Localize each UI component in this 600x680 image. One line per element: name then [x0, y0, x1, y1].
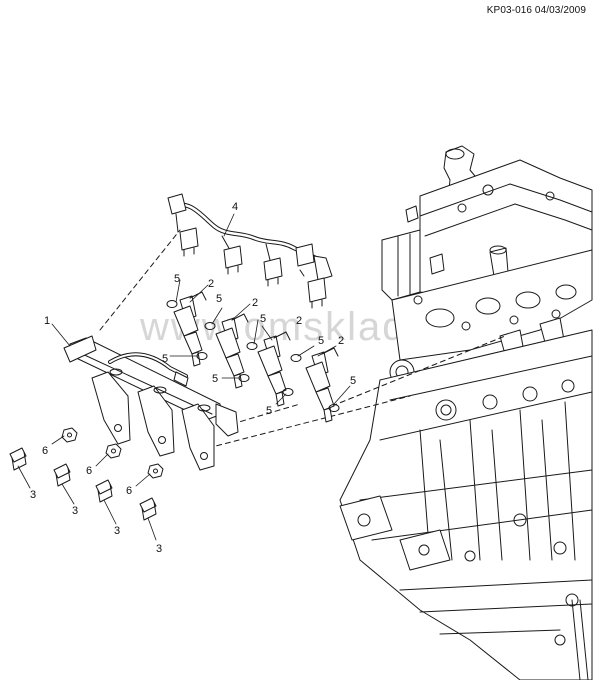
drawing-code: KP03-016 04/03/2009 [486, 5, 586, 16]
engine-block [339, 145, 593, 680]
callout-leaders [17, 213, 351, 541]
callout-3: 3 [72, 505, 78, 517]
callout-5: 5 [162, 353, 168, 365]
callout-4: 4 [232, 201, 238, 213]
callout-6: 6 [126, 485, 132, 497]
callout-5: 5 [212, 373, 218, 385]
callout-5: 5 [216, 293, 222, 305]
callout-6: 6 [42, 445, 48, 457]
nuts [61, 427, 164, 479]
callout-3: 3 [30, 489, 36, 501]
fuel-injectors [173, 291, 339, 423]
callout-5: 5 [266, 405, 272, 417]
callout-labels: 1 4 2 2 2 2 5 5 5 5 5 5 5 5 6 6 6 3 3 3 … [30, 201, 356, 555]
callout-5: 5 [350, 375, 356, 387]
injector [173, 291, 207, 367]
callout-5: 5 [318, 335, 324, 347]
callout-2: 2 [296, 315, 302, 327]
injector-wiring-harness [167, 193, 333, 309]
callout-1: 1 [44, 315, 50, 327]
callout-5: 5 [260, 313, 266, 325]
fuel-rail [63, 335, 239, 471]
retaining-clips [9, 447, 157, 521]
callout-5: 5 [174, 273, 180, 285]
injector [215, 313, 249, 389]
injector [305, 347, 339, 423]
callout-2: 2 [208, 278, 214, 290]
injector [257, 331, 291, 407]
alignment-lines [99, 229, 506, 449]
callout-2: 2 [252, 297, 258, 309]
callout-3: 3 [156, 543, 162, 555]
callout-3: 3 [114, 525, 120, 537]
callout-2: 2 [338, 335, 344, 347]
callout-6: 6 [86, 465, 92, 477]
